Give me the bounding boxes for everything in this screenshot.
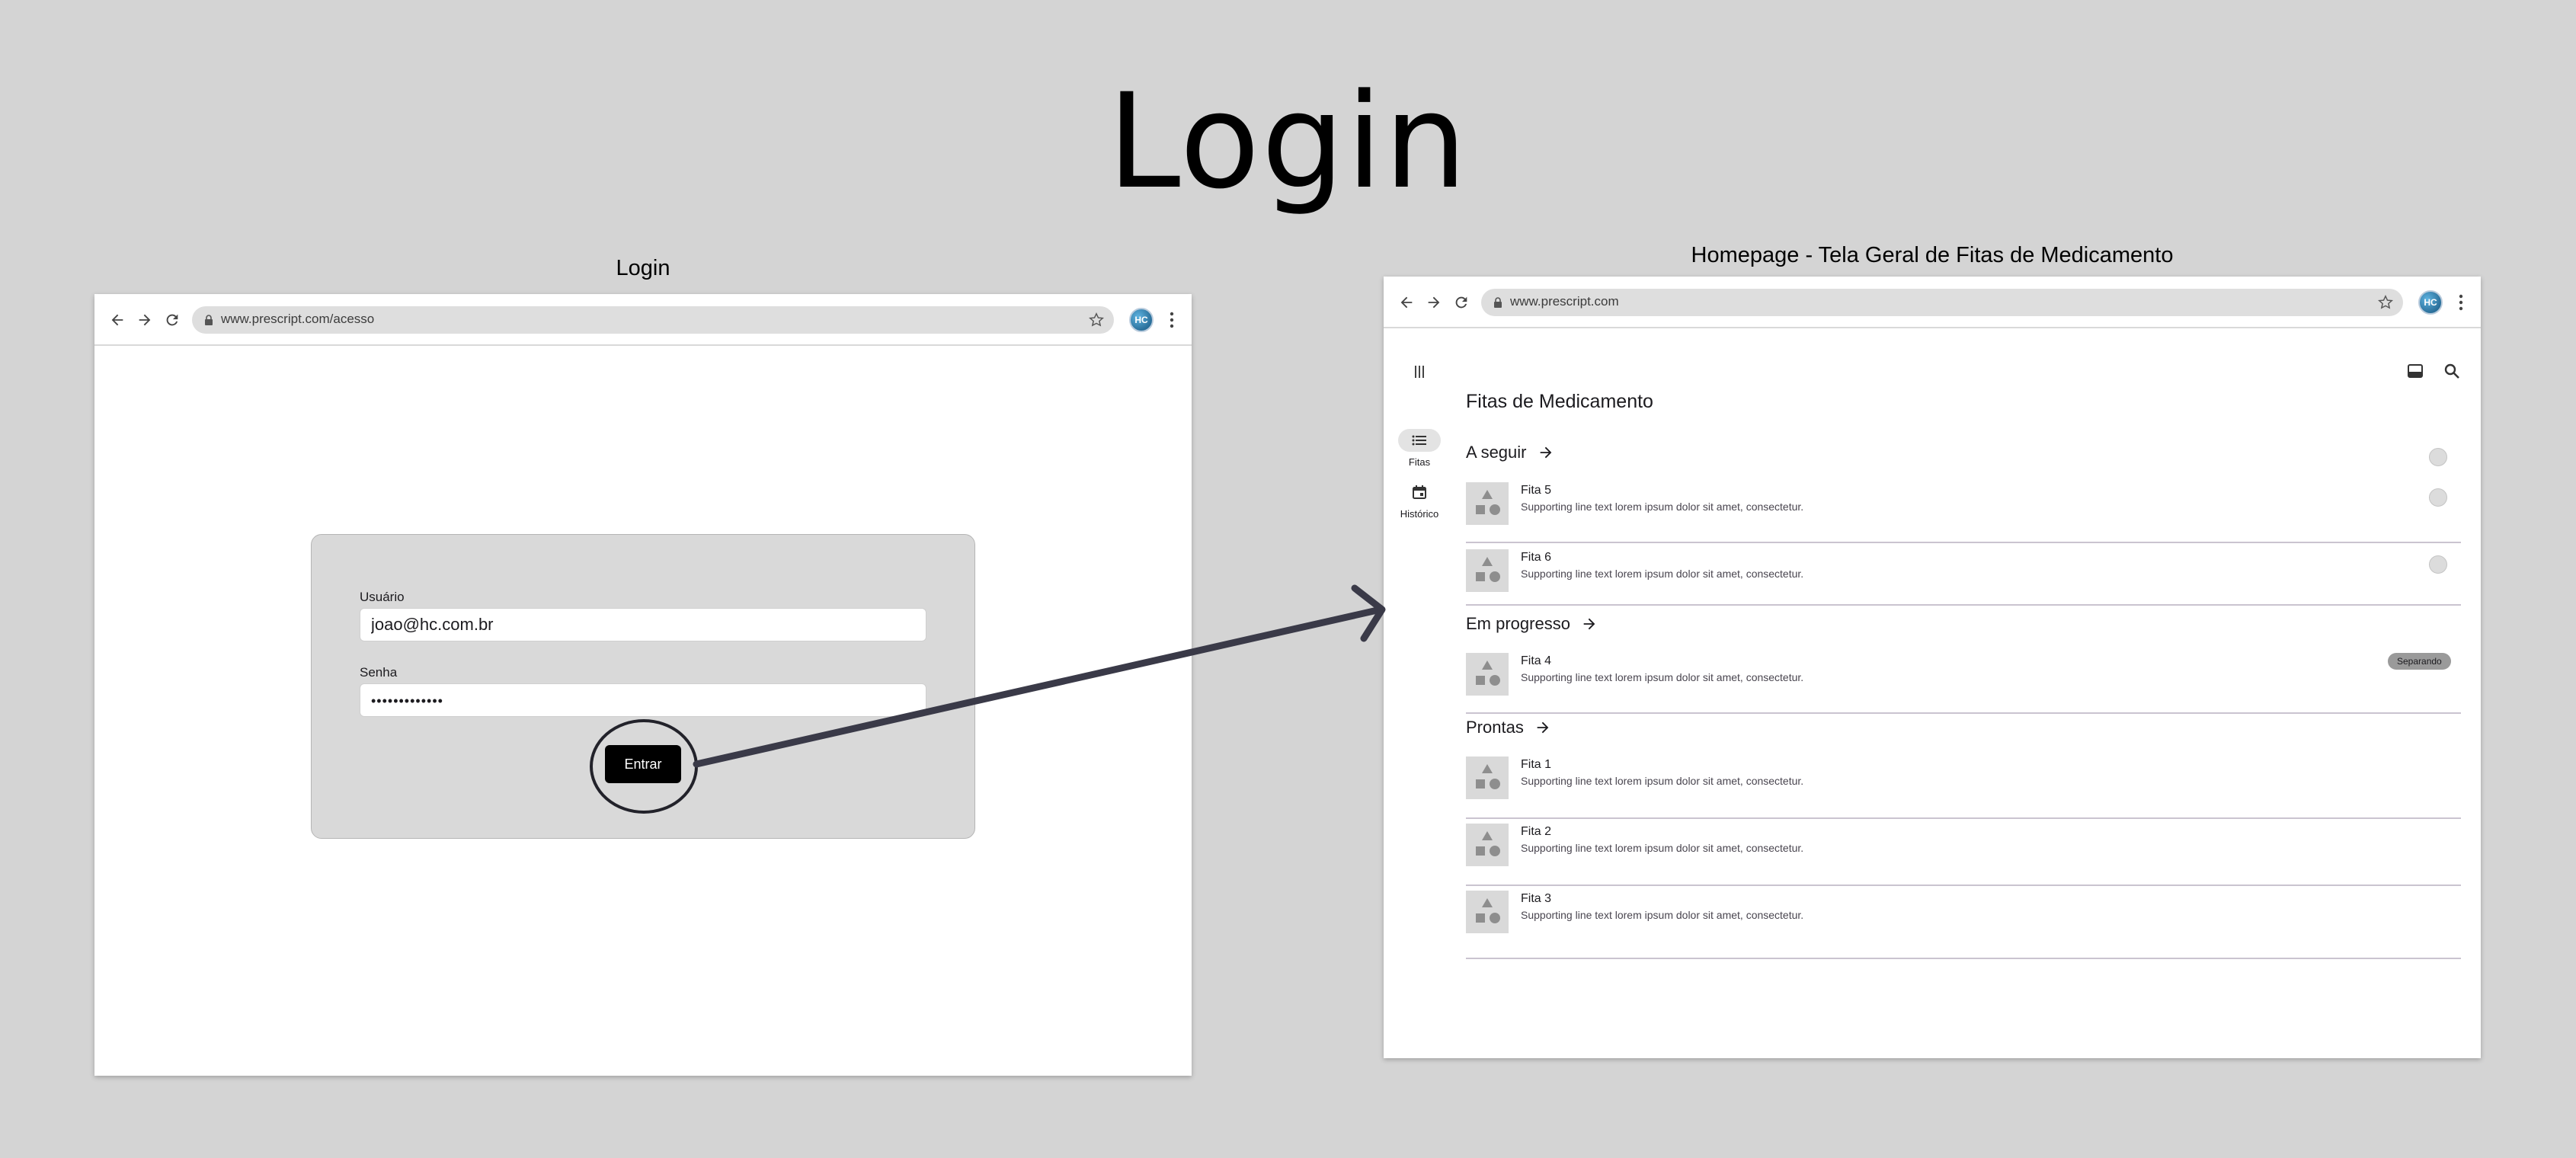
item-title: Fita 5 (1521, 484, 1552, 497)
item-radio[interactable] (2429, 488, 2447, 507)
status-badge: Separando (2388, 653, 2451, 670)
rail-item-historico[interactable]: Histórico (1385, 481, 1454, 520)
list-item[interactable]: Fita 4 Supporting line text lorem ipsum … (1466, 648, 2461, 714)
item-title: Fita 2 (1521, 825, 1552, 838)
image-placeholder-icon (1466, 757, 1509, 799)
profile-avatar[interactable]: HC (1129, 308, 1154, 332)
enter-button[interactable]: Entrar (605, 745, 681, 783)
image-placeholder-icon (1466, 824, 1509, 866)
login-browser-window: www.prescript.com/acesso HC Usuário Senh… (94, 294, 1192, 1076)
image-placeholder-icon (1466, 482, 1509, 525)
browser-toolbar: www.prescript.com HC (1384, 277, 2481, 328)
divider (1466, 958, 2461, 959)
item-title: Fita 3 (1521, 892, 1552, 905)
fitas-list: A seguir Fita 5 Supporting line text lor… (1466, 277, 2461, 1058)
section-radio[interactable] (2429, 448, 2447, 466)
item-radio[interactable] (2429, 555, 2447, 574)
more-vert-icon[interactable] (2452, 290, 2470, 315)
star-icon[interactable] (2377, 294, 2394, 311)
page-title: Login (1107, 65, 1469, 218)
list-item[interactable]: Fita 6 Supporting line text lorem ipsum … (1466, 545, 2461, 606)
inbox-icon[interactable] (2406, 362, 2424, 380)
forward-icon[interactable] (1422, 290, 1446, 315)
item-title: Fita 6 (1521, 551, 1552, 564)
profile-avatar[interactable]: HC (2418, 290, 2443, 315)
flow-arrow-head (1351, 584, 1386, 642)
item-title: Fita 4 (1521, 654, 1552, 667)
section-header[interactable]: A seguir (1466, 443, 1554, 462)
divider (1466, 712, 2461, 714)
list-icon (1412, 435, 1426, 446)
image-placeholder-icon (1466, 549, 1509, 592)
content-heading: Fitas de Medicamento (1466, 391, 1653, 412)
login-card: Usuário Senha ••••••••••••• Entrar (311, 534, 975, 839)
divider (1466, 817, 2461, 819)
login-frame-caption: Login (616, 256, 670, 280)
address-bar[interactable]: www.prescript.com/acesso (192, 306, 1114, 334)
item-supporting-text: Supporting line text lorem ipsum dolor s… (1521, 501, 1804, 513)
home-browser-window: www.prescript.com HC Fitas Histórico Fit… (1384, 277, 2481, 1058)
divider (1466, 604, 2461, 606)
menu-icon[interactable] (1411, 363, 1428, 380)
item-supporting-text: Supporting line text lorem ipsum dolor s… (1521, 909, 1804, 921)
browser-toolbar: www.prescript.com/acesso HC (94, 294, 1192, 346)
lock-icon (205, 315, 213, 325)
home-frame-caption: Homepage - Tela Geral de Fitas de Medica… (1691, 243, 2174, 267)
section-header[interactable]: Prontas (1466, 718, 1551, 737)
rail-item-fitas[interactable]: Fitas (1385, 429, 1454, 468)
arrow-forward-icon (1537, 721, 1549, 734)
list-item[interactable]: Fita 1 Supporting line text lorem ipsum … (1466, 752, 2461, 819)
list-item[interactable]: Fita 2 Supporting line text lorem ipsum … (1466, 819, 2461, 886)
section-header[interactable]: Em progresso (1466, 614, 1598, 634)
arrow-forward-icon (1540, 446, 1551, 459)
search-icon[interactable] (2443, 362, 2461, 380)
item-supporting-text: Supporting line text lorem ipsum dolor s… (1521, 671, 1804, 683)
rail-label: Fitas (1408, 456, 1431, 468)
star-icon[interactable] (1088, 312, 1105, 328)
section-title: A seguir (1466, 443, 1527, 462)
back-icon[interactable] (105, 308, 130, 332)
username-label: Usuário (360, 590, 405, 604)
calendar-icon (1413, 485, 1426, 499)
list-item[interactable]: Fita 5 Supporting line text lorem ipsum … (1466, 478, 2461, 543)
back-icon[interactable] (1394, 290, 1419, 315)
item-supporting-text: Supporting line text lorem ipsum dolor s… (1521, 775, 1804, 787)
item-supporting-text: Supporting line text lorem ipsum dolor s… (1521, 568, 1804, 580)
section-title: Em progresso (1466, 614, 1570, 633)
divider (1466, 884, 2461, 886)
rail-label: Histórico (1400, 508, 1439, 520)
reload-icon[interactable] (160, 308, 184, 332)
divider (1466, 542, 2461, 543)
url-text: www.prescript.com (1510, 294, 1619, 309)
image-placeholder-icon (1466, 891, 1509, 933)
password-input[interactable]: ••••••••••••• (360, 683, 926, 717)
image-placeholder-icon (1466, 653, 1509, 696)
lock-icon (1494, 297, 1502, 308)
section-title: Prontas (1466, 718, 1524, 737)
password-label: Senha (360, 665, 398, 680)
url-text: www.prescript.com/acesso (221, 312, 375, 326)
arrow-forward-icon (1583, 618, 1595, 630)
item-supporting-text: Supporting line text lorem ipsum dolor s… (1521, 842, 1804, 854)
list-item[interactable]: Fita 3 Supporting line text lorem ipsum … (1466, 886, 2461, 959)
forward-icon[interactable] (133, 308, 157, 332)
rail-pill-active (1398, 429, 1441, 452)
username-input[interactable] (360, 608, 926, 641)
rail-pill (1398, 481, 1441, 504)
item-title: Fita 1 (1521, 758, 1552, 771)
address-bar[interactable]: www.prescript.com (1481, 289, 2403, 316)
more-vert-icon[interactable] (1163, 308, 1181, 332)
